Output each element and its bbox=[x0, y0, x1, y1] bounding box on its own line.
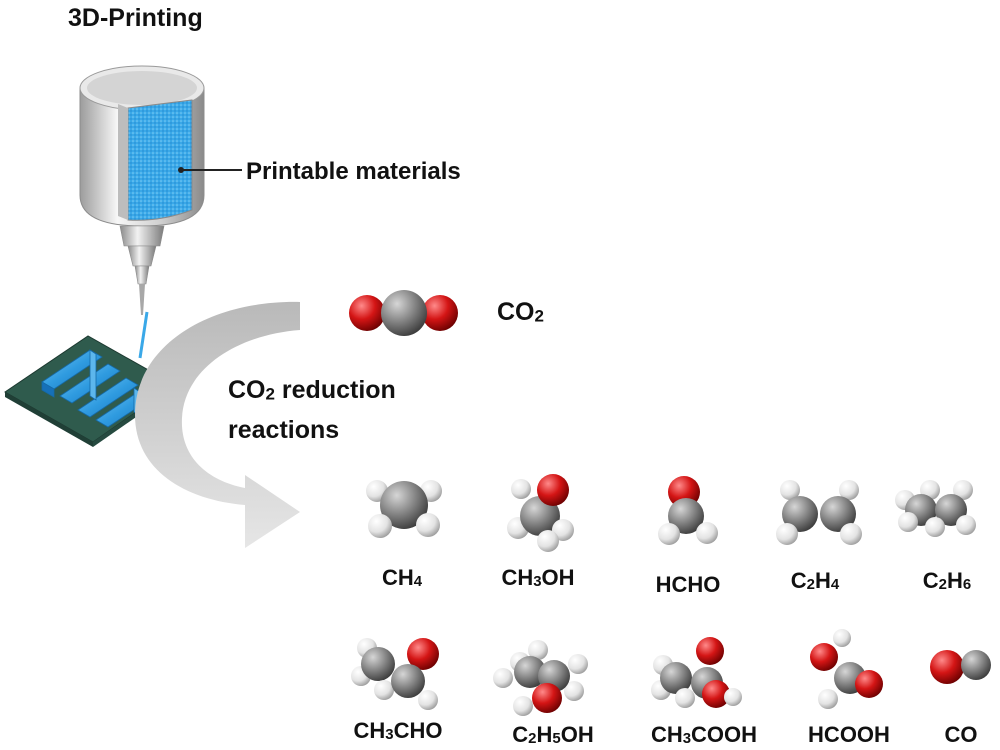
ch3cooh-molecule bbox=[651, 637, 742, 708]
atom-hydrogen bbox=[833, 629, 851, 647]
atom-hydrogen bbox=[537, 530, 559, 552]
ch4-molecule bbox=[366, 480, 442, 538]
printed-electrode bbox=[41, 349, 157, 428]
atom-carbon bbox=[782, 496, 818, 532]
atom-hydrogen bbox=[511, 479, 531, 499]
atom-hydrogen bbox=[953, 480, 973, 500]
atom-hydrogen bbox=[658, 523, 680, 545]
ch3cho-molecule bbox=[351, 638, 439, 710]
co2-reactant-label: CO2 bbox=[497, 298, 544, 327]
atom-carbon bbox=[514, 656, 546, 688]
atom-oxygen bbox=[930, 650, 964, 684]
c2h4-molecule bbox=[776, 480, 862, 545]
product-label-ch3oh: CH3OH bbox=[501, 565, 575, 591]
atom-hydrogen bbox=[374, 680, 394, 700]
c2h5oh-molecule bbox=[493, 640, 588, 716]
product-label-ch3cooh: CH3COOH bbox=[650, 722, 758, 748]
atom-hydrogen bbox=[898, 512, 918, 532]
hcho-molecule bbox=[658, 476, 718, 545]
product-label-ch3cho: CH3CHO bbox=[353, 718, 443, 744]
atom-hydrogen bbox=[818, 689, 838, 709]
material-window bbox=[127, 99, 193, 221]
product-label-c2h4: C2H4 bbox=[790, 568, 840, 594]
atom-hydrogen bbox=[564, 681, 584, 701]
printable-materials-label: Printable materials bbox=[246, 158, 461, 185]
atom-hydrogen bbox=[418, 690, 438, 710]
atom-hydrogen bbox=[724, 688, 742, 706]
atom-carbon bbox=[820, 496, 856, 532]
atom-hydrogen bbox=[696, 522, 718, 544]
hcooh-molecule bbox=[810, 629, 883, 709]
atom-hydrogen bbox=[840, 523, 862, 545]
co2-molecule bbox=[349, 290, 458, 336]
atom-hydrogen bbox=[675, 688, 695, 708]
atom-hydrogen bbox=[839, 480, 859, 500]
co-molecule bbox=[930, 650, 991, 684]
reduction-line-1: CO2 reduction bbox=[228, 376, 396, 404]
atom-oxygen bbox=[407, 638, 439, 670]
product-label-hcooh: HCOOH bbox=[808, 722, 890, 747]
atom-hydrogen bbox=[368, 514, 392, 538]
reduction-reactions-label: CO2 reduction reactions bbox=[228, 372, 396, 449]
atom-oxygen bbox=[532, 683, 562, 713]
atom-carbon bbox=[660, 662, 692, 694]
atom-oxygen bbox=[810, 643, 838, 671]
c2h6-molecule bbox=[895, 480, 976, 537]
atom-oxygen bbox=[422, 295, 458, 331]
product-label-hcho: HCHO bbox=[655, 572, 721, 597]
atom-oxygen bbox=[855, 670, 883, 698]
printer-head bbox=[79, 65, 242, 315]
atom-hydrogen bbox=[925, 517, 945, 537]
printed-substrate bbox=[4, 311, 176, 447]
atom-carbon bbox=[668, 498, 704, 534]
atom-hydrogen bbox=[568, 654, 588, 674]
product-label-ch4: CH4 bbox=[381, 565, 423, 591]
atom-hydrogen bbox=[780, 480, 800, 500]
atom-hydrogen bbox=[416, 513, 440, 537]
product-label-c2h5oh: C2H5OH bbox=[512, 722, 594, 748]
atom-oxygen bbox=[696, 637, 724, 665]
atom-oxygen bbox=[349, 295, 385, 331]
atom-carbon bbox=[520, 496, 560, 536]
atom-oxygen bbox=[702, 680, 730, 708]
atom-hydrogen bbox=[956, 515, 976, 535]
co2-formula: CO2 bbox=[497, 298, 544, 326]
molecule-models bbox=[349, 290, 991, 716]
atom-hydrogen bbox=[528, 640, 548, 660]
reduction-line-2: reactions bbox=[228, 416, 340, 445]
atom-hydrogen bbox=[513, 696, 533, 716]
atom-carbon bbox=[961, 650, 991, 680]
atom-carbon bbox=[381, 290, 427, 336]
atom-hydrogen bbox=[493, 668, 513, 688]
atom-carbon bbox=[361, 647, 395, 681]
product-label-c2h6: C2H6 bbox=[922, 568, 972, 594]
product-label-co: CO bbox=[944, 722, 978, 747]
atom-carbon bbox=[380, 481, 428, 529]
atom-hydrogen bbox=[776, 523, 798, 545]
ch3oh-molecule bbox=[507, 474, 574, 552]
atom-oxygen bbox=[537, 474, 569, 506]
atom-carbon bbox=[391, 664, 425, 698]
reaction-arrow bbox=[135, 301, 300, 548]
diagram-title: 3D-Printing bbox=[68, 4, 203, 32]
